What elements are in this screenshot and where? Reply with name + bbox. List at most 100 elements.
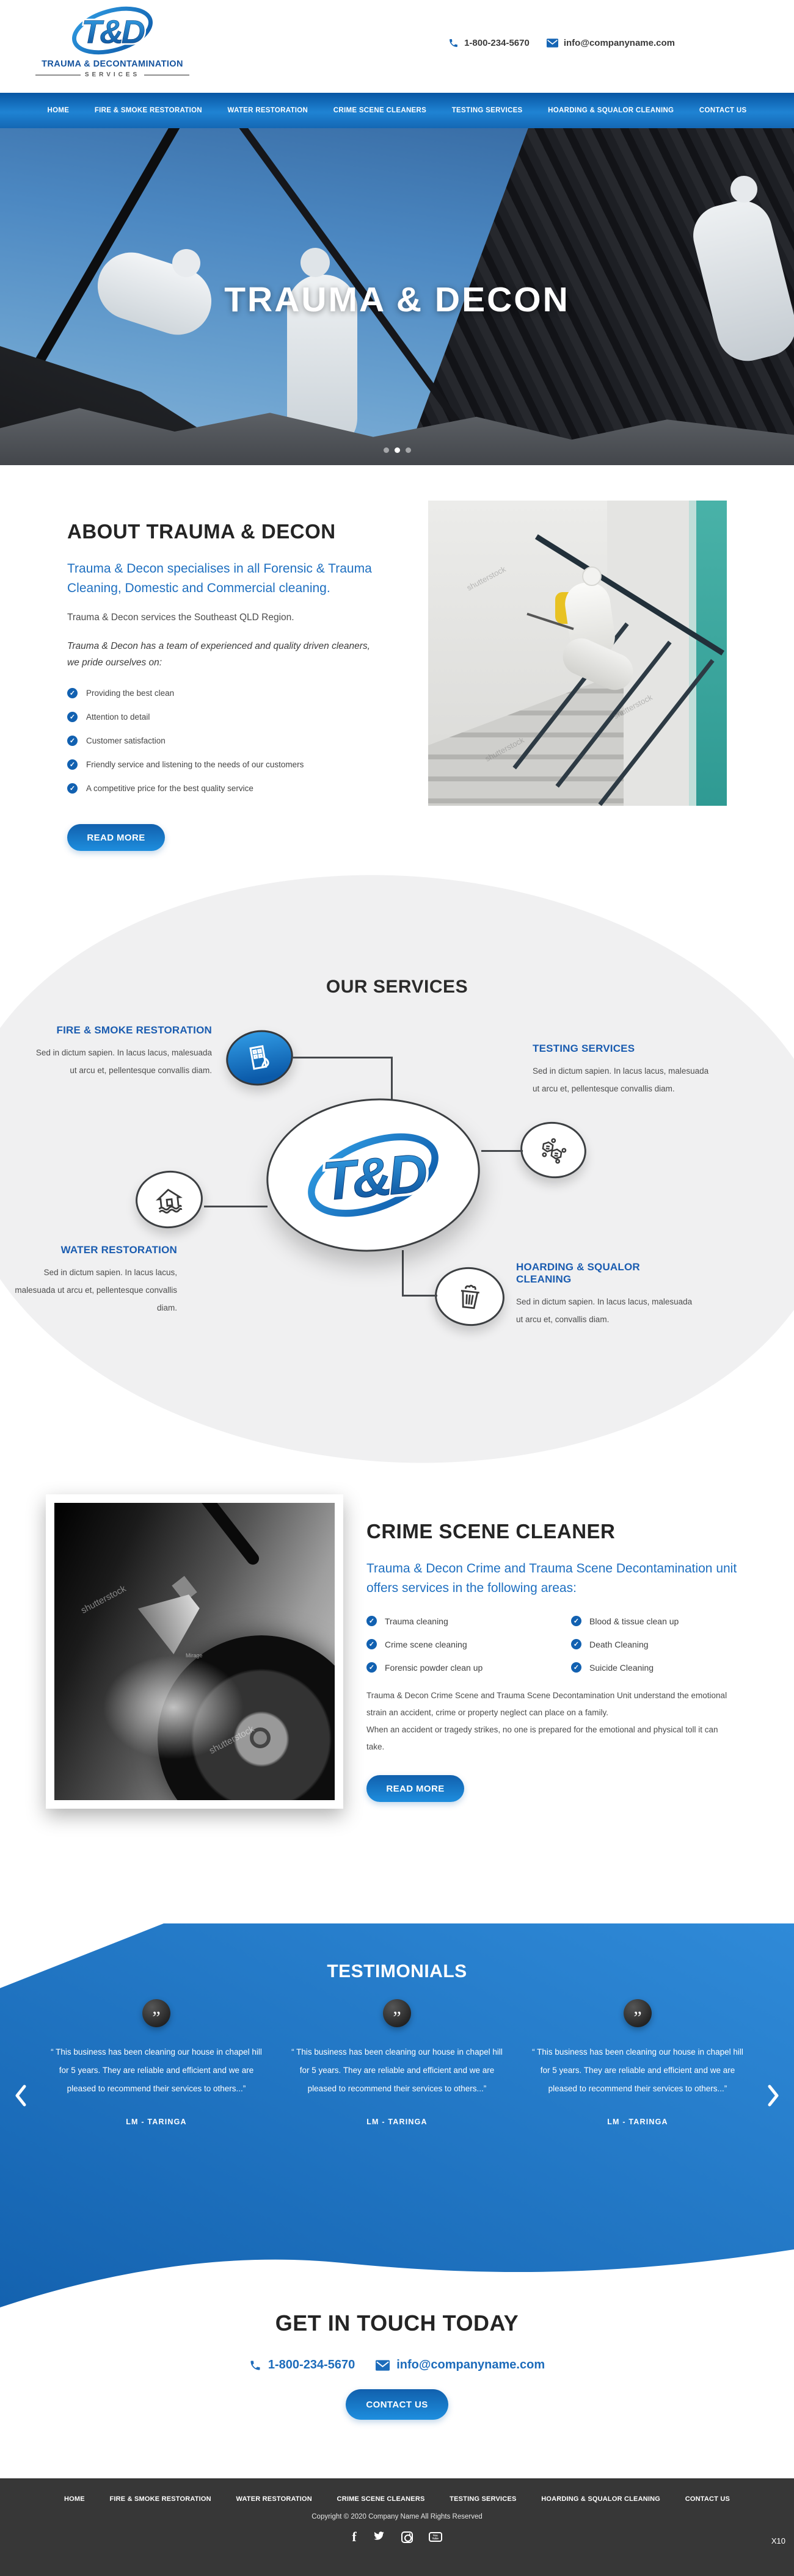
- check-icon: ✓: [366, 1662, 377, 1673]
- contact-email-link[interactable]: info@companyname.com: [376, 2358, 545, 2372]
- carousel-dot-1[interactable]: [383, 447, 389, 453]
- carousel-dot-3[interactable]: [405, 447, 411, 453]
- testimonial-author: LM - TARINGA: [366, 2118, 428, 2126]
- worker-figure-art: [730, 176, 757, 203]
- service-description: Sed in dictum sapien. In lacus lacus, ma…: [15, 1268, 177, 1313]
- service-water: WATER RESTORATION Sed in dictum sapien. …: [9, 1244, 177, 1317]
- crime-paragraphs: Trauma & Decon Crime Scene and Trauma Sc…: [366, 1687, 733, 1756]
- nav-item-water-restoration[interactable]: WATER RESTORATION: [227, 107, 308, 114]
- about-team-line: Trauma & Decon has a team of experienced…: [67, 641, 370, 668]
- logo-tagline: TRAUMA & DECONTAMINATION: [42, 59, 183, 69]
- footer-link-hoarding-squalor-cleaning[interactable]: HOARDING & SQUALOR CLEANING: [541, 2495, 661, 2503]
- check-icon: ✓: [67, 783, 78, 794]
- wall-art: [689, 501, 696, 806]
- about-bullet-list: ✓Providing the best clean ✓Attention to …: [67, 688, 424, 794]
- testimonial-author: LM - TARINGA: [126, 2118, 187, 2126]
- nav-items: HOME FIRE & SMOKE RESTORATION WATER REST…: [48, 107, 747, 114]
- connector-line: [204, 1206, 268, 1207]
- nav-item-hoarding-squalor-cleaning[interactable]: HOARDING & SQUALOR CLEANING: [548, 107, 674, 114]
- crime-lead: Trauma & Decon Crime and Trauma Scene De…: [366, 1561, 737, 1595]
- logo-emblem-icon: T&D T&D: [72, 6, 153, 55]
- list-item: ✓Suicide Cleaning: [571, 1662, 679, 1673]
- testimonial-quote: “ This business has been cleaning our ho…: [532, 2047, 743, 2093]
- footer-link-fire-smoke-restoration[interactable]: FIRE & SMOKE RESTORATION: [109, 2495, 211, 2503]
- header-email-link[interactable]: info@companyname.com: [546, 38, 675, 48]
- testimonials-section: TESTIMONIALS ” “ This business has been …: [0, 1883, 794, 2310]
- paragraph: When an accident or tragedy strikes, no …: [366, 1725, 718, 1752]
- contact-email-address: info@companyname.com: [396, 2358, 545, 2372]
- connector-line: [402, 1295, 437, 1297]
- photo-art: shutterstock shutterstock Mirage: [54, 1503, 335, 1800]
- check-icon: ✓: [571, 1616, 581, 1626]
- check-text: Crime scene cleaning: [385, 1639, 467, 1649]
- testimonial-card: ” “ This business has been cleaning our …: [285, 1999, 509, 2126]
- facebook-icon[interactable]: f: [352, 2529, 357, 2544]
- contact-row: 1-800-234-5670 info@companyname.com: [0, 2358, 794, 2372]
- nav-item-fire-smoke-restoration[interactable]: FIRE & SMOKE RESTORATION: [94, 107, 202, 114]
- check-icon: ✓: [366, 1616, 377, 1626]
- carousel-prev-button[interactable]: [15, 2085, 27, 2110]
- svg-text:T&D: T&D: [320, 1142, 429, 1212]
- watermark-text: Mirage: [186, 1652, 203, 1659]
- contact-us-button[interactable]: CONTACT US: [346, 2389, 448, 2420]
- divider: [144, 74, 190, 76]
- footer-links: HOME FIRE & SMOKE RESTORATION WATER REST…: [64, 2478, 730, 2503]
- company-logo[interactable]: T&D T&D TRAUMA & DECONTAMINATION SERVICE…: [35, 2, 190, 78]
- hero-slider: TRAUMA & DECON: [0, 128, 794, 465]
- bullet-text: Customer satisfaction: [86, 736, 166, 746]
- footer-link-water-restoration[interactable]: WATER RESTORATION: [236, 2495, 312, 2503]
- service-testing-bubble: [517, 1117, 590, 1183]
- instagram-icon[interactable]: [401, 2531, 413, 2543]
- logo-services-label: SERVICES: [84, 71, 140, 78]
- social-icons-row: f You Tube: [0, 2530, 794, 2544]
- fingerprint-dust-art: [103, 1655, 244, 1759]
- footer-link-testing-services[interactable]: TESTING SERVICES: [450, 2495, 517, 2503]
- phone-icon: [450, 39, 457, 47]
- nav-item-testing-services[interactable]: TESTING SERVICES: [451, 107, 523, 114]
- contact-phone-link[interactable]: 1-800-234-5670: [249, 2358, 355, 2372]
- twitter-icon[interactable]: [373, 2530, 385, 2544]
- svg-text:T&D: T&D: [82, 14, 145, 51]
- disc-hole-art: [250, 1728, 271, 1748]
- contact-phone-number: 1-800-234-5670: [268, 2358, 355, 2372]
- footer-link-contact-us[interactable]: CONTACT US: [685, 2495, 730, 2503]
- carousel-dot-2[interactable]: [394, 447, 400, 453]
- crime-scene-photo: shutterstock shutterstock Mirage: [46, 1494, 343, 1809]
- youtube-icon[interactable]: You Tube: [428, 2532, 442, 2542]
- check-icon: ✓: [571, 1662, 581, 1673]
- connector-line: [391, 1057, 393, 1101]
- footer-link-crime-scene-cleaners[interactable]: CRIME SCENE CLEANERS: [337, 2495, 425, 2503]
- footer-link-home[interactable]: HOME: [64, 2495, 85, 2503]
- check-icon: ✓: [571, 1639, 581, 1649]
- about-section: ABOUT TRAUMA & DECON Trauma & Decon spec…: [0, 465, 794, 879]
- hero-title: TRAUMA & DECON: [224, 280, 570, 319]
- crime-read-more-button[interactable]: READ MORE: [366, 1775, 464, 1803]
- header-phone-number: 1-800-234-5670: [464, 38, 530, 48]
- about-photo: shutterstock shutterstock shutterstock: [428, 501, 727, 806]
- about-content: ABOUT TRAUMA & DECON Trauma & Decon spec…: [67, 520, 424, 852]
- list-item: ✓Forensic powder clean up: [366, 1662, 550, 1673]
- connector-line: [481, 1150, 523, 1152]
- header-phone-link[interactable]: 1-800-234-5670: [448, 38, 530, 48]
- services-title: OUR SERVICES: [326, 977, 468, 997]
- list-item: ✓Death Cleaning: [571, 1639, 679, 1649]
- nav-item-crime-scene-cleaners[interactable]: CRIME SCENE CLEANERS: [333, 107, 427, 114]
- header-email-address: info@companyname.com: [563, 38, 675, 48]
- nav-item-home[interactable]: HOME: [47, 107, 70, 114]
- check-icon: ✓: [67, 712, 78, 723]
- nav-item-contact-us[interactable]: CONTACT US: [699, 107, 747, 114]
- svg-text:T&D: T&D: [320, 1142, 429, 1212]
- check-text: Trauma cleaning: [385, 1616, 448, 1626]
- services-section: OUR SERVICES FIRE & SMOKE RESTORATION Se…: [0, 845, 794, 1492]
- quote-glyph: ”: [393, 2008, 401, 2028]
- worker-figure-art: [300, 248, 330, 277]
- service-description: Sed in dictum sapien. In lacus lacus, ma…: [516, 1297, 693, 1325]
- carousel-next-button[interactable]: [767, 2085, 779, 2110]
- chevron-right-icon: [768, 2085, 779, 2107]
- about-read-more-button[interactable]: READ MORE: [67, 824, 165, 852]
- cleaner-figure-art: [582, 566, 602, 586]
- list-item: ✓Crime scene cleaning: [366, 1639, 550, 1649]
- quote-icon: ”: [142, 1999, 170, 2027]
- list-item: ✓Blood & tissue clean up: [571, 1616, 679, 1626]
